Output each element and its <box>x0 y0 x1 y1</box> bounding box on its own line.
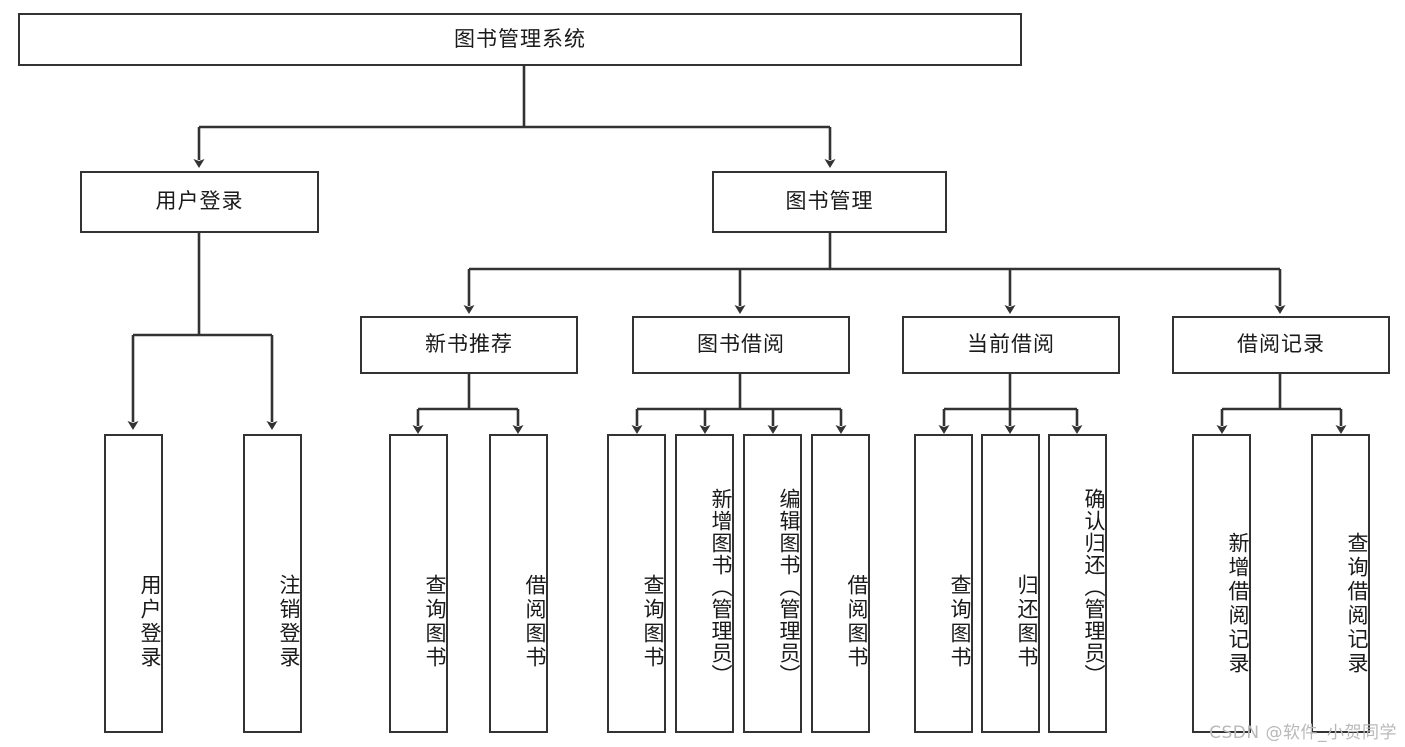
node-leaf-bw-edit-book-label: 编辑图书（管理员） <box>777 487 801 686</box>
edge-group-bookmgmt <box>463 232 1286 314</box>
node-leaf-cb-return-book[interactable]: 归还图书 <box>981 434 1040 733</box>
node-current-borrow[interactable]: 当前借阅 <box>902 316 1120 374</box>
edge-group-root <box>193 66 836 168</box>
node-leaf-bw-add-book-label: 新增图书（管理员） <box>709 487 733 686</box>
node-current-borrow-label: 当前借阅 <box>967 332 1055 357</box>
node-leaf-nb-borrow-book[interactable]: 借阅图书 <box>489 434 548 733</box>
node-leaf-cb-confirm-return[interactable]: 确认归还（管理员） <box>1048 434 1107 733</box>
node-book-management-label: 图书管理 <box>785 189 874 214</box>
edge-group-current <box>938 373 1083 434</box>
node-borrow-record-label: 借阅记录 <box>1237 332 1325 357</box>
node-leaf-user-logout[interactable]: 注销登录 <box>243 434 302 733</box>
node-leaf-nb-borrow-book-label: 借阅图书 <box>523 573 547 670</box>
node-leaf-cb-confirm-return-label: 确认归还（管理员） <box>1082 487 1106 686</box>
node-leaf-bw-edit-book[interactable]: 编辑图书（管理员） <box>743 434 802 733</box>
node-leaf-rc-query-record[interactable]: 查询借阅记录 <box>1311 434 1370 733</box>
node-leaf-cb-query-book[interactable]: 查询图书 <box>914 434 973 733</box>
node-book-borrow-label: 图书借阅 <box>697 332 785 357</box>
node-new-book-recommend[interactable]: 新书推荐 <box>360 316 578 374</box>
node-leaf-cb-query-book-label: 查询图书 <box>948 573 972 670</box>
node-leaf-user-logout-label: 注销登录 <box>277 573 301 670</box>
edge-group-newbook <box>412 373 524 434</box>
node-leaf-bw-borrow-book-label: 借阅图书 <box>845 573 869 670</box>
edge-group-borrow <box>631 373 847 434</box>
node-book-management[interactable]: 图书管理 <box>712 171 947 233</box>
node-leaf-rc-query-record-label: 查询借阅记录 <box>1345 531 1369 676</box>
node-root[interactable]: 图书管理系统 <box>18 13 1022 66</box>
node-leaf-nb-query-book-label: 查询图书 <box>423 573 447 670</box>
node-leaf-bw-borrow-book[interactable]: 借阅图书 <box>811 434 870 733</box>
node-user-login-label: 用户登录 <box>155 189 244 214</box>
node-root-label: 图书管理系统 <box>454 26 586 51</box>
node-leaf-bw-add-book[interactable]: 新增图书（管理员） <box>675 434 734 733</box>
node-user-login[interactable]: 用户登录 <box>80 171 319 233</box>
node-borrow-record[interactable]: 借阅记录 <box>1172 316 1390 374</box>
node-leaf-bw-query-book[interactable]: 查询图书 <box>607 434 666 733</box>
node-leaf-nb-query-book[interactable]: 查询图书 <box>389 434 448 733</box>
node-leaf-bw-query-book-label: 查询图书 <box>641 573 665 670</box>
node-leaf-rc-add-record-label: 新增借阅记录 <box>1226 531 1250 676</box>
edge-group-record <box>1216 373 1347 434</box>
node-leaf-rc-add-record[interactable]: 新增借阅记录 <box>1192 434 1251 733</box>
node-leaf-cb-return-book-label: 归还图书 <box>1015 573 1039 670</box>
node-leaf-user-login[interactable]: 用户登录 <box>104 434 163 733</box>
node-leaf-user-login-label: 用户登录 <box>138 573 162 670</box>
watermark-text: CSDN @软件_小贺同学 <box>1209 723 1397 743</box>
node-new-book-recommend-label: 新书推荐 <box>425 332 513 357</box>
edge-group-login <box>127 233 278 430</box>
node-book-borrow[interactable]: 图书借阅 <box>632 316 850 374</box>
